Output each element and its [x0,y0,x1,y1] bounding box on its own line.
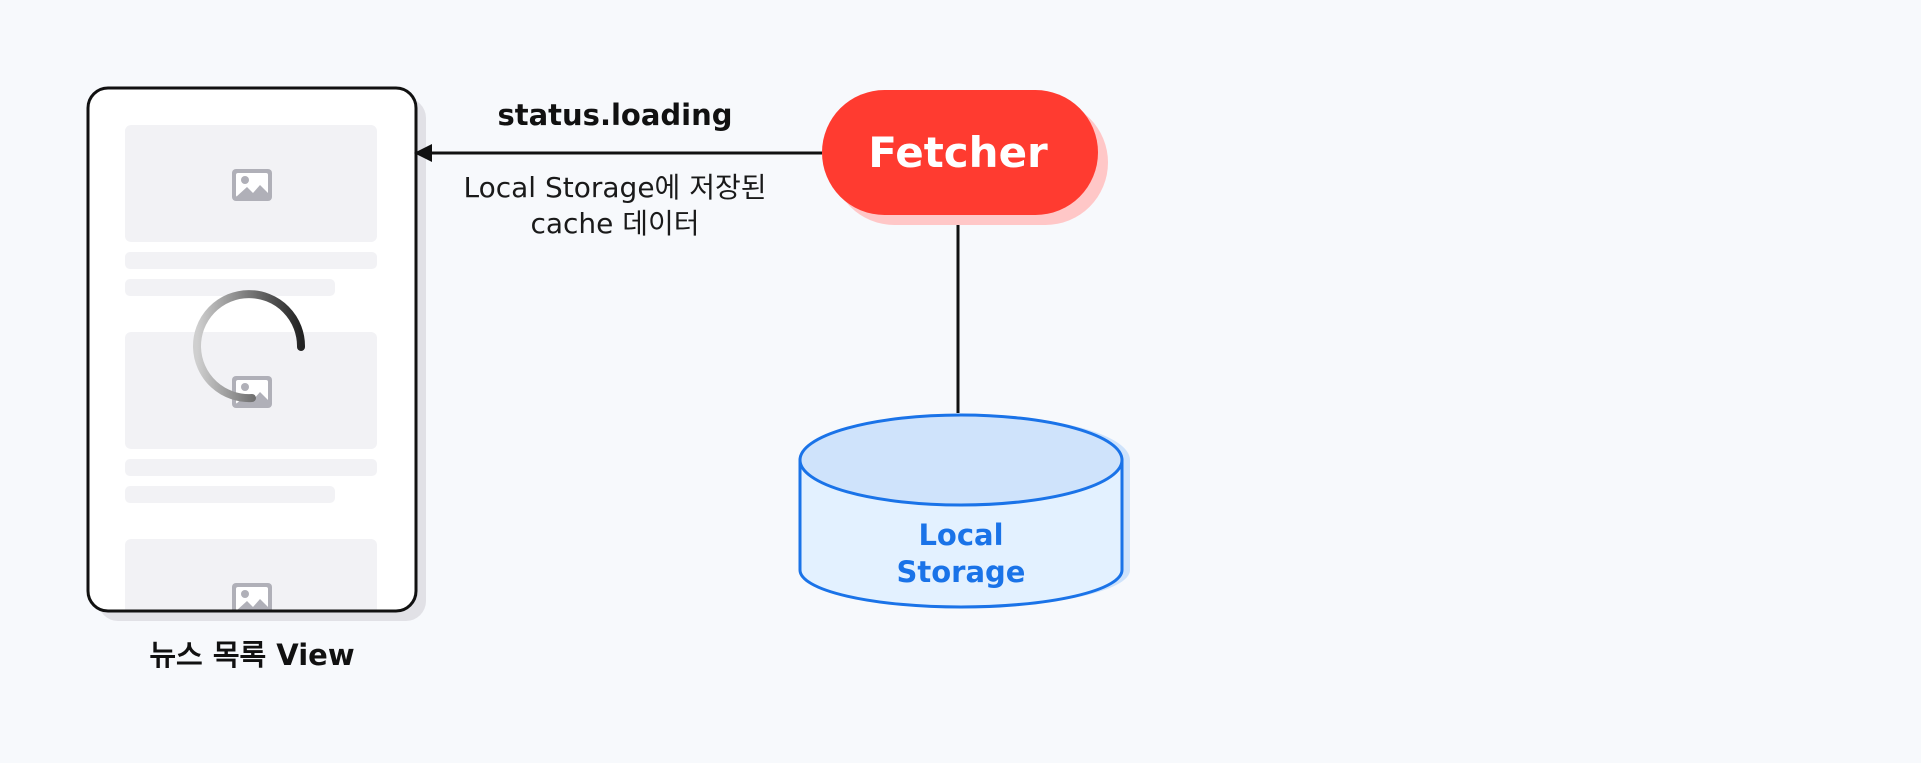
status-label: status.loading [497,98,733,132]
image-icon [232,376,272,408]
text-line-placeholder [125,279,335,296]
storage-label-line-2: Storage [896,555,1026,589]
local-storage-node [798,413,1130,609]
fetcher-label: Fetcher [868,128,1048,177]
image-icon [232,169,272,201]
storage-top [798,413,1124,507]
text-line-placeholder [125,252,377,269]
fetcher-node [822,90,1108,225]
loading-spinner-icon [193,290,306,403]
view-border [86,86,418,613]
list-item [125,332,377,503]
text-line-placeholder [125,459,377,476]
list-item [125,539,377,611]
news-list-view [86,86,426,621]
storage-label-line-1: Local [918,518,1004,552]
list-item [125,125,377,296]
text-line-placeholder [125,486,335,503]
local-storage-label: Local Storage [800,517,1122,591]
news-list [125,125,377,611]
data-flow-arrow [414,144,822,162]
view-caption: 뉴스 목록 View [149,638,355,672]
cache-label-line-1: Local Storage에 저장된 [463,171,767,204]
cache-data-label: Local Storage에 저장된 cache 데이터 [440,170,790,242]
cache-label-line-2: cache 데이터 [530,207,700,240]
arrow-head-icon [414,144,432,162]
fetcher-pill [822,90,1098,215]
